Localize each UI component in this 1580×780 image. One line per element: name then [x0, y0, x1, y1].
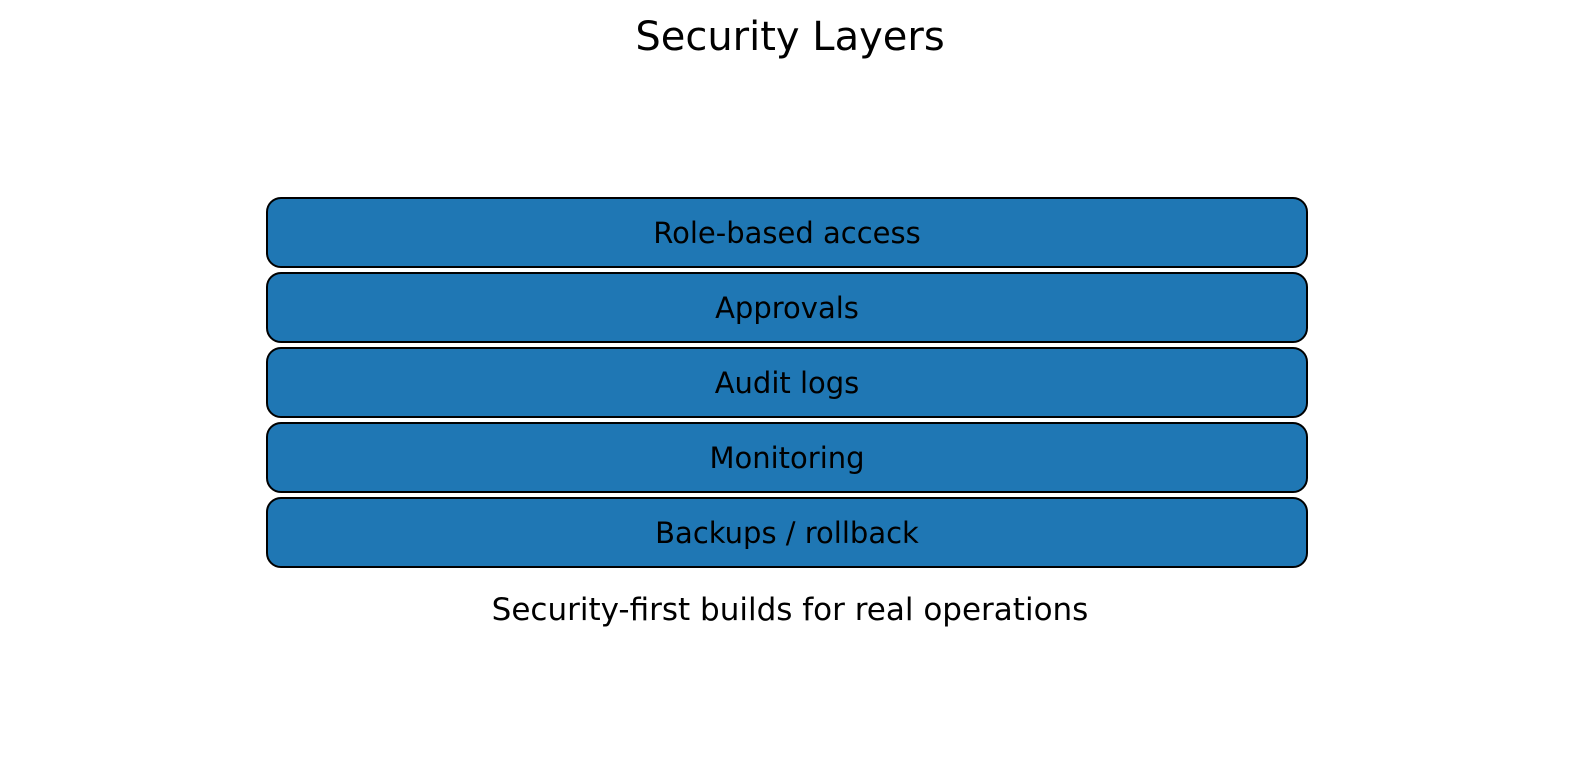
layer-stack: Role-based access Approvals Audit logs M…	[266, 197, 1308, 572]
layer-label: Role-based access	[653, 215, 921, 250]
layer-label: Approvals	[715, 290, 859, 325]
layer-box-role-based-access: Role-based access	[266, 197, 1308, 268]
layer-box-backups-rollback: Backups / rollback	[266, 497, 1308, 568]
layer-box-audit-logs: Audit logs	[266, 347, 1308, 418]
diagram-title: Security Layers	[635, 14, 945, 60]
layer-box-approvals: Approvals	[266, 272, 1308, 343]
layer-label: Monitoring	[709, 440, 865, 475]
layer-box-monitoring: Monitoring	[266, 422, 1308, 493]
layer-label: Audit logs	[714, 365, 860, 400]
diagram-caption: Security-first builds for real operation…	[491, 592, 1089, 628]
layer-label: Backups / rollback	[655, 515, 919, 550]
